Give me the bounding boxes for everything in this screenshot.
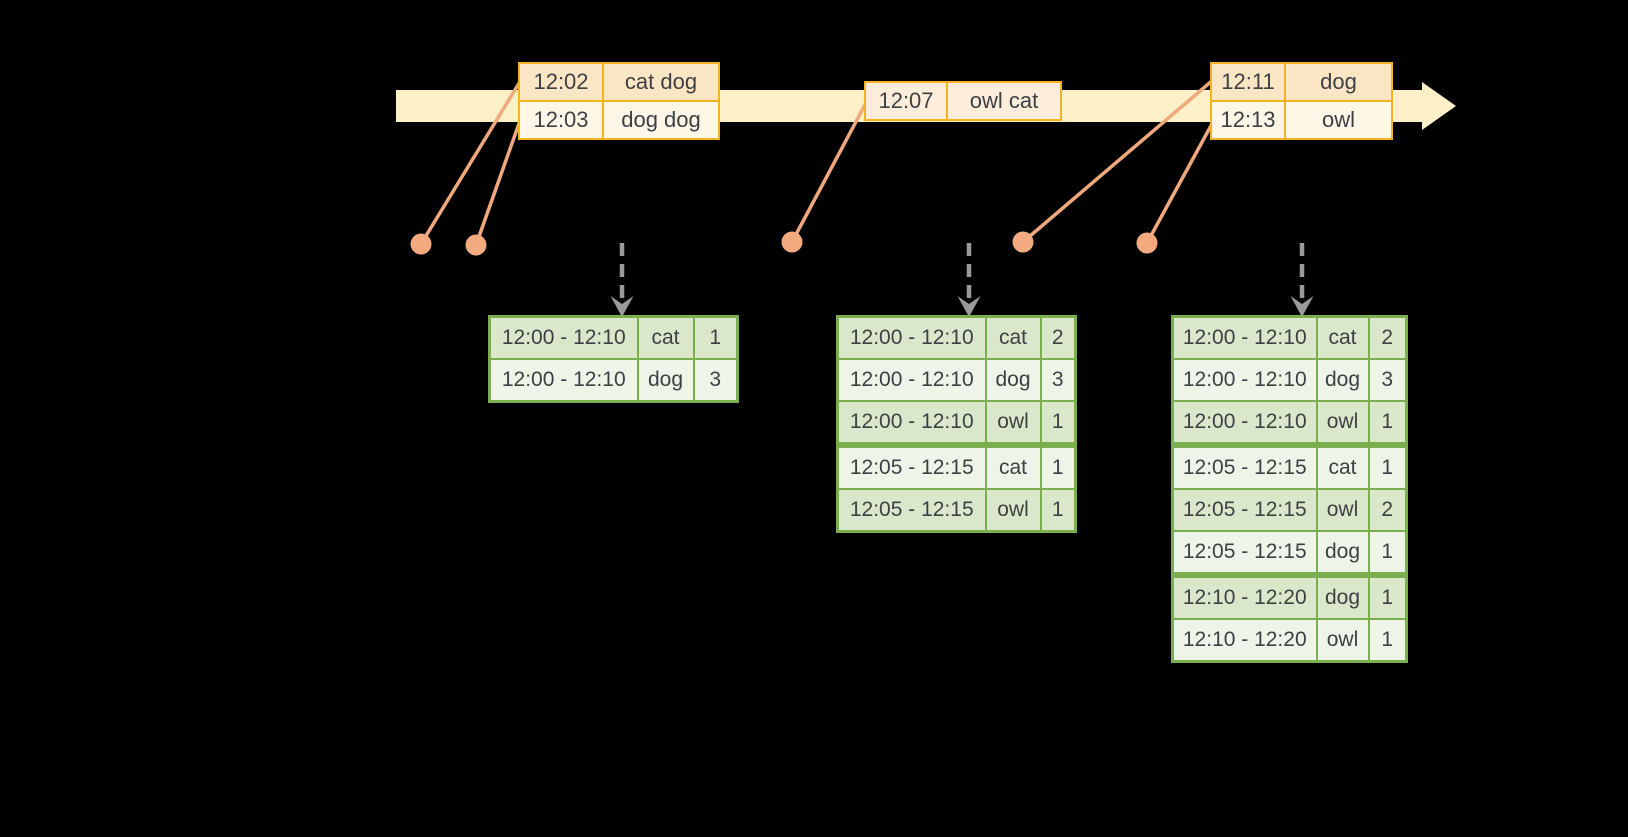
event-row: 12:07 owl cat [864, 81, 1062, 121]
result-window: 12:00 - 12:10 [836, 315, 987, 360]
event-dot-4 [1012, 231, 1034, 253]
event-dot-3 [781, 231, 803, 253]
result-row: 12:00 - 12:10 dog 3 [1171, 358, 1408, 402]
result-count: 1 [1367, 400, 1408, 446]
result-table-2: 12:00 - 12:10 cat 2 12:00 - 12:10 dog 3 … [836, 315, 1077, 533]
result-word: cat [1315, 315, 1370, 360]
event-words: cat dog [602, 62, 720, 102]
result-row: 12:10 - 12:20 dog 1 [1171, 572, 1408, 620]
result-window: 12:00 - 12:10 [1171, 358, 1318, 402]
result-table-3: 12:00 - 12:10 cat 2 12:00 - 12:10 dog 3 … [1171, 315, 1408, 663]
event-words: dog [1284, 62, 1393, 102]
result-window: 12:00 - 12:10 [836, 400, 987, 446]
result-window: 12:05 - 12:15 [1171, 442, 1318, 490]
result-count: 1 [1039, 442, 1077, 490]
result-row: 12:00 - 12:10 owl 1 [1171, 400, 1408, 446]
result-window: 12:00 - 12:10 [1171, 400, 1318, 446]
result-count: 2 [1039, 315, 1077, 360]
result-window: 12:05 - 12:15 [836, 442, 987, 490]
result-window: 12:10 - 12:20 [1171, 572, 1318, 620]
result-window: 12:10 - 12:20 [1171, 618, 1318, 663]
result-word: dog [1315, 358, 1370, 402]
result-window: 12:00 - 12:10 [836, 358, 987, 402]
result-word: owl [1315, 400, 1370, 446]
result-window: 12:00 - 12:10 [488, 358, 639, 403]
result-word: cat [984, 442, 1042, 490]
result-count: 1 [1367, 618, 1408, 663]
result-count: 1 [1367, 572, 1408, 620]
result-window: 12:00 - 12:10 [488, 315, 639, 360]
event-time: 12:07 [864, 81, 948, 121]
result-row: 12:00 - 12:10 cat 2 [1171, 315, 1408, 360]
result-count: 1 [1367, 530, 1408, 576]
result-window: 12:05 - 12:15 [836, 488, 987, 533]
event-row: 12:03 dog dog [518, 100, 720, 140]
result-row: 12:05 - 12:15 owl 2 [1171, 488, 1408, 532]
result-window: 12:00 - 12:10 [1171, 315, 1318, 360]
result-row: 12:05 - 12:15 dog 1 [1171, 530, 1408, 576]
result-row: 12:00 - 12:10 cat 1 [488, 315, 739, 360]
result-word: dog [1315, 530, 1370, 576]
result-count: 1 [1367, 442, 1408, 490]
trigger-arrow-2-head-icon [957, 296, 981, 317]
result-word: owl [1315, 618, 1370, 663]
event-row: 12:02 cat dog [518, 62, 720, 102]
event-time: 12:13 [1210, 100, 1286, 140]
event-connector-3 [790, 100, 869, 243]
result-table-1: 12:00 - 12:10 cat 1 12:00 - 12:10 dog 3 [488, 315, 739, 403]
timeline-arrowhead-icon [1422, 82, 1456, 130]
result-count: 2 [1367, 315, 1408, 360]
result-word: owl [984, 488, 1042, 533]
result-count: 3 [1039, 358, 1077, 402]
event-table-2: 12:07 owl cat [864, 81, 1062, 121]
result-row: 12:05 - 12:15 cat 1 [836, 442, 1077, 490]
trigger-arrow-3-head-icon [1290, 296, 1314, 317]
event-time: 12:03 [518, 100, 604, 140]
result-word: dog [984, 358, 1042, 402]
result-window: 12:05 - 12:15 [1171, 530, 1318, 576]
result-row: 12:05 - 12:15 owl 1 [836, 488, 1077, 533]
event-row: 12:13 owl [1210, 100, 1393, 140]
event-row: 12:11 dog [1210, 62, 1393, 102]
result-count: 2 [1367, 488, 1408, 532]
result-word: cat [1315, 442, 1370, 490]
result-count: 3 [1367, 358, 1408, 402]
trigger-arrow-lines [619, 243, 1305, 298]
result-row: 12:10 - 12:20 owl 1 [1171, 618, 1408, 663]
trigger-arrow-heads [610, 296, 1314, 317]
result-row: 12:00 - 12:10 dog 3 [488, 358, 739, 403]
event-time: 12:11 [1210, 62, 1286, 102]
result-word: dog [636, 358, 695, 403]
event-words: owl [1284, 100, 1393, 140]
result-word: owl [1315, 488, 1370, 532]
result-row: 12:05 - 12:15 cat 1 [1171, 442, 1408, 490]
result-count: 1 [692, 315, 739, 360]
event-dots [410, 231, 1158, 256]
trigger-arrow-1-head-icon [610, 296, 634, 317]
event-words: owl cat [946, 81, 1062, 121]
event-table-3: 12:11 dog 12:13 owl [1210, 62, 1393, 140]
event-words: dog dog [602, 100, 720, 140]
result-count: 1 [1039, 488, 1077, 533]
result-word: dog [1315, 572, 1370, 620]
result-word: owl [984, 400, 1042, 446]
event-dot-2 [465, 234, 487, 256]
result-count: 3 [692, 358, 739, 403]
result-word: cat [636, 315, 695, 360]
event-connector-2 [474, 117, 523, 246]
event-dot-5 [1136, 232, 1158, 254]
result-row: 12:00 - 12:10 dog 3 [836, 358, 1077, 402]
result-word: cat [984, 315, 1042, 360]
event-table-1: 12:02 cat dog 12:03 dog dog [518, 62, 720, 140]
result-row: 12:00 - 12:10 cat 2 [836, 315, 1077, 360]
event-connector-5 [1145, 121, 1215, 244]
result-count: 1 [1039, 400, 1077, 446]
result-window: 12:05 - 12:15 [1171, 488, 1318, 532]
result-row: 12:00 - 12:10 owl 1 [836, 400, 1077, 446]
event-time: 12:02 [518, 62, 604, 102]
event-dot-1 [410, 233, 432, 255]
